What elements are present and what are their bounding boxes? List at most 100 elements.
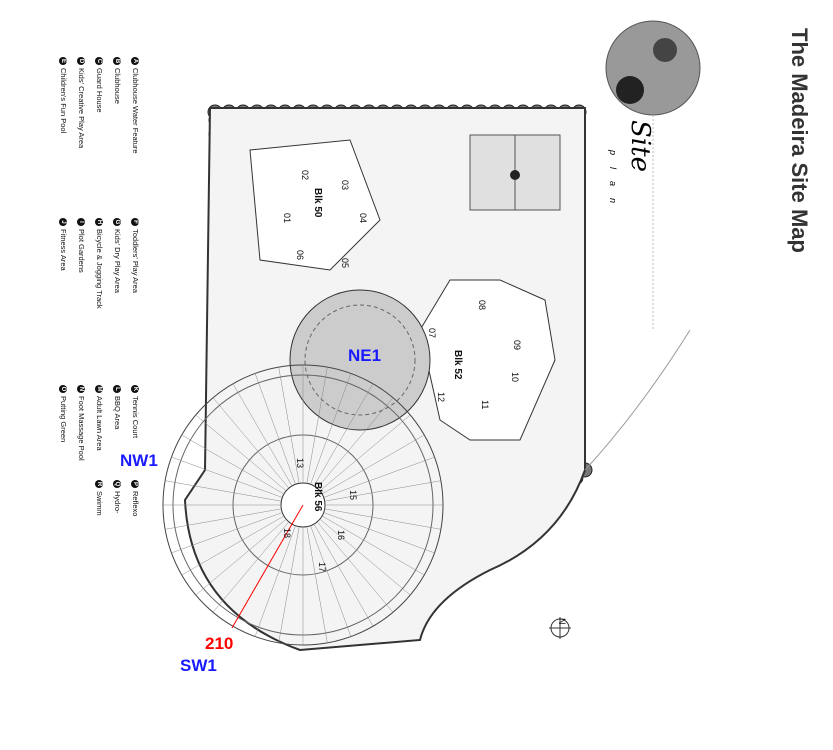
- legend-label: Putting Green: [59, 396, 68, 443]
- legend-label: Guard House: [95, 68, 104, 113]
- legend-label: Tennis Court: [131, 396, 140, 439]
- protractor-tick: [171, 512, 283, 554]
- legend-label: Foot Massage Pool: [77, 396, 86, 461]
- bearing-label: 210: [205, 634, 234, 653]
- protractor-tick: [212, 521, 290, 613]
- legend-item: A Clubhouse Water Feature: [131, 57, 140, 154]
- legend-label: Clubhouse Water Feature: [131, 68, 140, 154]
- logo-script: Site: [625, 120, 655, 172]
- protractor-tick: [212, 397, 290, 489]
- protractor-tick: [323, 456, 435, 498]
- legend-item: K Tennis Court: [131, 385, 140, 438]
- protractor-tick: [319, 518, 411, 596]
- logo-photo: [605, 20, 701, 116]
- unit-number: 08: [477, 300, 487, 311]
- tennis-court-marker: [510, 170, 520, 180]
- unit-number: 06: [295, 250, 305, 261]
- unit-number: 12: [436, 392, 446, 403]
- legend-label: Kids' Dry Play Area: [113, 229, 122, 293]
- protractor-tick: [306, 367, 328, 484]
- legend-label: BBQ Area: [113, 396, 122, 430]
- legend-label: Reflexo: [131, 491, 140, 517]
- protractor-tick: [324, 480, 441, 502]
- protractor-tick: [316, 521, 394, 613]
- unit-number: 15: [348, 490, 358, 501]
- marker-nw1: NW1: [120, 451, 158, 470]
- marker-ne1: NE1: [348, 346, 382, 365]
- legend-item: L BBQ Area: [113, 385, 122, 429]
- unit-number: 01: [282, 213, 292, 224]
- legend-key: I: [77, 218, 86, 226]
- unit-number: 16: [336, 530, 346, 541]
- unit-number: 10: [510, 372, 520, 383]
- protractor-tick: [181, 515, 285, 576]
- unit-number: 11: [480, 400, 490, 410]
- protractor-tick: [323, 512, 435, 554]
- block-52-label: Blk 52: [452, 350, 463, 380]
- legend-item: I Plot Gardens: [77, 218, 86, 273]
- legend-label: Plot Gardens: [77, 229, 86, 273]
- block-56-label: Blk 56: [312, 482, 323, 512]
- road-edge: [584, 329, 691, 471]
- bearing-line: [231, 504, 304, 629]
- legend-key: N: [77, 385, 86, 393]
- protractor-tick: [310, 525, 352, 637]
- legend-key: J: [59, 218, 68, 226]
- legend-label: Toddlers' Play Area: [131, 229, 140, 293]
- protractor-tick: [324, 508, 441, 530]
- unit-number: 07: [427, 328, 437, 339]
- legend-key: A: [131, 57, 140, 65]
- protractor-tick: [278, 367, 300, 484]
- protractor-tick: [254, 525, 296, 637]
- protractor-tick: [321, 515, 425, 576]
- legend-key: R: [95, 480, 104, 488]
- protractor-tick: [165, 480, 282, 502]
- protractor-tick: [195, 414, 287, 492]
- unit-number: 02: [300, 170, 310, 181]
- unit-number: 13: [295, 458, 305, 469]
- legend-label: Swimm: [95, 491, 104, 516]
- legend-item: G Kids' Dry Play Area: [113, 218, 122, 293]
- legend-item: N Foot Massage Pool: [77, 385, 86, 461]
- legend-item: Q Hydro-: [113, 480, 122, 514]
- legend-key: Q: [113, 480, 122, 488]
- legend-key: L: [113, 385, 122, 393]
- compass-north: N: [557, 618, 567, 625]
- marker-sw1: SW1: [180, 656, 217, 675]
- protractor-tick: [306, 526, 328, 643]
- unit-number: 18: [282, 528, 292, 539]
- legend-item: J Fitness Area: [59, 218, 68, 271]
- legend-key: O: [59, 385, 68, 393]
- unit-number: 09: [512, 340, 522, 351]
- legend-key: K: [131, 385, 140, 393]
- block-50-footprint: [249, 139, 381, 271]
- protractor-tick: [319, 414, 411, 492]
- legend-key: D: [77, 57, 86, 65]
- logo-subtitle: plan: [608, 150, 618, 216]
- plaza-ring: [304, 304, 416, 416]
- protractor-tick: [313, 523, 374, 627]
- protractor-tick: [321, 434, 425, 495]
- legend-label: Kids' Creative Play Area: [77, 68, 86, 149]
- protractor-tick: [313, 383, 374, 487]
- logo-photo-detail: [653, 38, 677, 62]
- block-50-label: Blk 50: [312, 188, 323, 218]
- legend-key: H: [95, 218, 104, 226]
- legend-label: Children's Fun Pool: [59, 68, 68, 134]
- legend-label: Fitness Area: [59, 229, 68, 271]
- unit-number: 05: [340, 258, 350, 269]
- legend-key: P: [131, 480, 140, 488]
- north-arrow-icon: [549, 617, 571, 639]
- legend-item: D Kids' Creative Play Area: [77, 57, 86, 148]
- legend-label: Hydro-: [113, 491, 122, 514]
- unit-number: 17: [317, 562, 327, 573]
- legend-key: G: [113, 218, 122, 226]
- block-52-footprint: [419, 279, 556, 441]
- legend-label: Clubhouse: [113, 68, 122, 104]
